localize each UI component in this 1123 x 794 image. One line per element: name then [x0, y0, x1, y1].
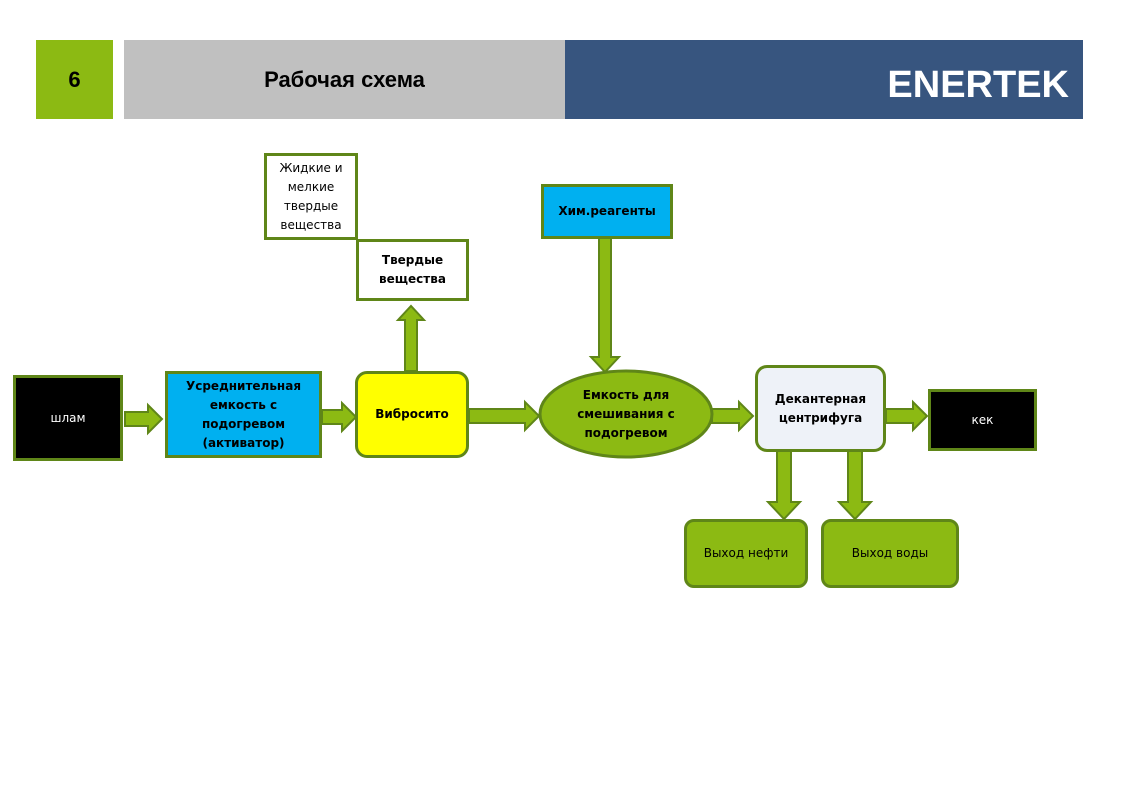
node-decanter-label: Декантерная центрифуга — [774, 391, 867, 425]
arrow-averaging-to-vibrosieve — [321, 400, 358, 434]
arrow-mixing-to-decanter — [711, 399, 755, 433]
arrow-decanter-to-oil — [765, 450, 803, 521]
slide-number: 6 — [36, 40, 113, 119]
arrow-decanter-to-cake — [885, 399, 929, 433]
node-sludge: шлам — [13, 375, 123, 461]
node-solids: Твердые вещества — [356, 239, 469, 301]
node-oil-output-label: Выход нефти — [703, 546, 789, 560]
arrow-sludge-to-averaging — [124, 402, 164, 436]
node-averaging-tank-label: Усреднительная емкость с подогревом (акт… — [185, 378, 302, 450]
node-cake-label: кек — [971, 412, 994, 427]
arrow-vibrosieve-to-mixing — [468, 399, 541, 433]
brand-logo: ENERTEK — [565, 40, 1083, 119]
node-mixing-tank: Емкость для смешивания с подогревом — [560, 380, 692, 448]
node-averaging-tank: Усреднительная емкость с подогревом (акт… — [165, 371, 322, 458]
node-solids-label: Твердые вещества — [379, 253, 446, 286]
node-chem-reagents-label: Хим.реагенты — [558, 204, 656, 218]
node-oil-output: Выход нефти — [684, 519, 808, 588]
node-chem-reagents: Хим.реагенты — [541, 184, 673, 239]
arrow-vibrosieve-to-solids — [395, 304, 427, 372]
node-decanter: Декантерная центрифуга — [755, 365, 886, 452]
node-vibrosieve: Вибросито — [355, 371, 469, 458]
node-liquid-fine-solids: Жидкие и мелкие твердые вещества — [264, 153, 358, 240]
node-liquid-fine-solids-label: Жидкие и мелкие твердые вещества — [279, 160, 343, 232]
slide-title: Рабочая схема — [124, 40, 565, 119]
node-mixing-tank-label: Емкость для смешивания с подогревом — [577, 387, 675, 440]
arrow-reagents-to-mixing — [588, 237, 622, 374]
node-water-output-label: Выход воды — [851, 546, 929, 560]
arrow-decanter-to-water — [836, 450, 874, 521]
node-sludge-label: шлам — [50, 410, 86, 425]
node-water-output: Выход воды — [821, 519, 959, 588]
node-vibrosieve-label: Вибросито — [375, 407, 449, 421]
mixing-tank-shape — [538, 369, 714, 459]
node-cake: кек — [928, 389, 1037, 451]
